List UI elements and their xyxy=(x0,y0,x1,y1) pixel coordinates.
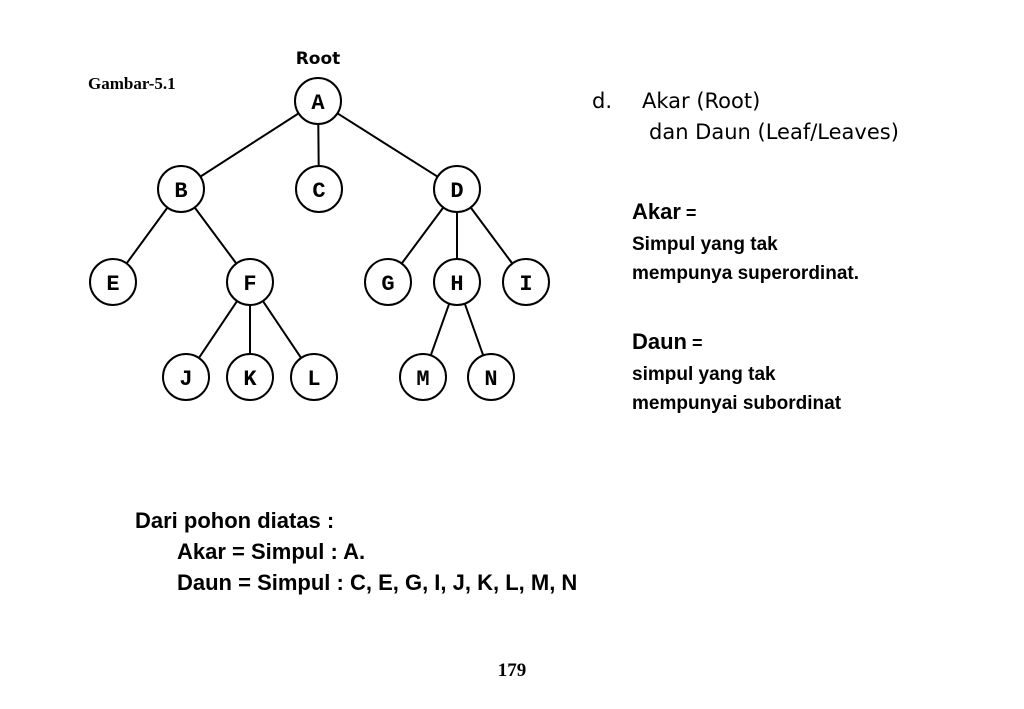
definition-akar: Akar = Simpul yang tak mempunya superord… xyxy=(632,197,859,288)
edge-d-g xyxy=(400,206,445,265)
definition-akar-equals: = xyxy=(680,203,697,223)
node-b: B xyxy=(157,165,205,213)
section-heading-line-2: dan Daun (Leaf/Leaves) xyxy=(649,117,899,147)
node-label: J xyxy=(179,367,192,392)
node-j: J xyxy=(162,353,210,401)
edge-h-n xyxy=(463,303,485,356)
node-label: D xyxy=(450,179,463,204)
summary-lead: Dari pohon diatas : xyxy=(135,508,335,533)
definition-daun-line-1: simpul yang tak xyxy=(632,364,776,385)
edge-d-i xyxy=(469,206,514,265)
node-label: B xyxy=(174,179,187,204)
node-e: E xyxy=(89,258,137,306)
node-circle xyxy=(162,353,210,401)
node-g: G xyxy=(364,258,412,306)
node-circle xyxy=(294,77,342,125)
summary-block: Dari pohon diatas : Akar = Simpul : A. D… xyxy=(135,505,577,598)
node-circle xyxy=(226,353,274,401)
node-label: E xyxy=(106,272,119,297)
node-a: A xyxy=(294,77,342,125)
definition-daun-term-line: Daun = xyxy=(632,327,841,360)
node-circle xyxy=(295,165,343,213)
node-label: L xyxy=(307,367,320,392)
node-d: D xyxy=(433,165,481,213)
node-i: I xyxy=(502,258,550,306)
node-label: M xyxy=(416,367,429,392)
node-circle xyxy=(226,258,274,306)
definition-daun: Daun = simpul yang tak mempunyai subordi… xyxy=(632,327,841,418)
edge-f-l xyxy=(262,300,302,359)
node-label: I xyxy=(519,272,532,297)
node-circle xyxy=(89,258,137,306)
section-title-line-2: dan Daun (Leaf/Leaves) xyxy=(649,120,899,144)
node-circle xyxy=(364,258,412,306)
node-label: F xyxy=(243,272,256,297)
definition-akar-term-line: Akar = xyxy=(632,197,859,230)
node-label: H xyxy=(450,272,463,297)
node-circle xyxy=(502,258,550,306)
node-label: G xyxy=(381,272,394,297)
node-circle xyxy=(157,165,205,213)
section-heading-line-1: d. Akar (Root) xyxy=(592,86,760,116)
edge-b-e xyxy=(125,207,169,264)
root-caption: Root xyxy=(296,49,341,69)
edge-a-b xyxy=(199,112,300,178)
node-label: A xyxy=(311,91,325,116)
node-circle xyxy=(433,165,481,213)
node-circle xyxy=(290,353,338,401)
node-h: H xyxy=(433,258,481,306)
edge-h-m xyxy=(429,303,451,356)
edge-b-f xyxy=(193,206,238,265)
figure-label: Gambar-5.1 xyxy=(88,74,176,93)
node-c: C xyxy=(295,165,343,213)
definition-akar-line-2: mempunya superordinat. xyxy=(632,263,859,284)
definition-akar-line-1: Simpul yang tak xyxy=(632,234,778,255)
node-k: K xyxy=(226,353,274,401)
definition-daun-line-2: mempunyai subordinat xyxy=(632,393,842,414)
summary-daun-line: Daun = Simpul : C, E, G, I, J, K, L, M, … xyxy=(177,570,578,595)
definition-akar-term: Akar xyxy=(632,199,681,224)
node-f: F xyxy=(226,258,274,306)
summary-akar-line: Akar = Simpul : A. xyxy=(177,539,366,564)
node-label: C xyxy=(312,179,325,204)
node-label: N xyxy=(484,367,497,392)
section-marker: d. xyxy=(592,89,613,113)
node-label: K xyxy=(243,367,257,392)
tree-nodes: A B C D E F G H I J K L M N xyxy=(89,77,550,401)
node-circle xyxy=(433,258,481,306)
section-title-line-1: Akar (Root) xyxy=(642,89,761,113)
tree-edges xyxy=(125,112,514,359)
edge-a-d xyxy=(336,112,439,178)
page-number: 179 xyxy=(497,660,527,681)
node-n: N xyxy=(467,353,515,401)
node-circle xyxy=(467,353,515,401)
definition-daun-equals: = xyxy=(687,333,703,353)
node-circle xyxy=(399,353,447,401)
edge-f-j xyxy=(198,300,238,359)
node-l: L xyxy=(290,353,338,401)
definition-daun-term: Daun xyxy=(632,329,687,354)
node-m: M xyxy=(399,353,447,401)
